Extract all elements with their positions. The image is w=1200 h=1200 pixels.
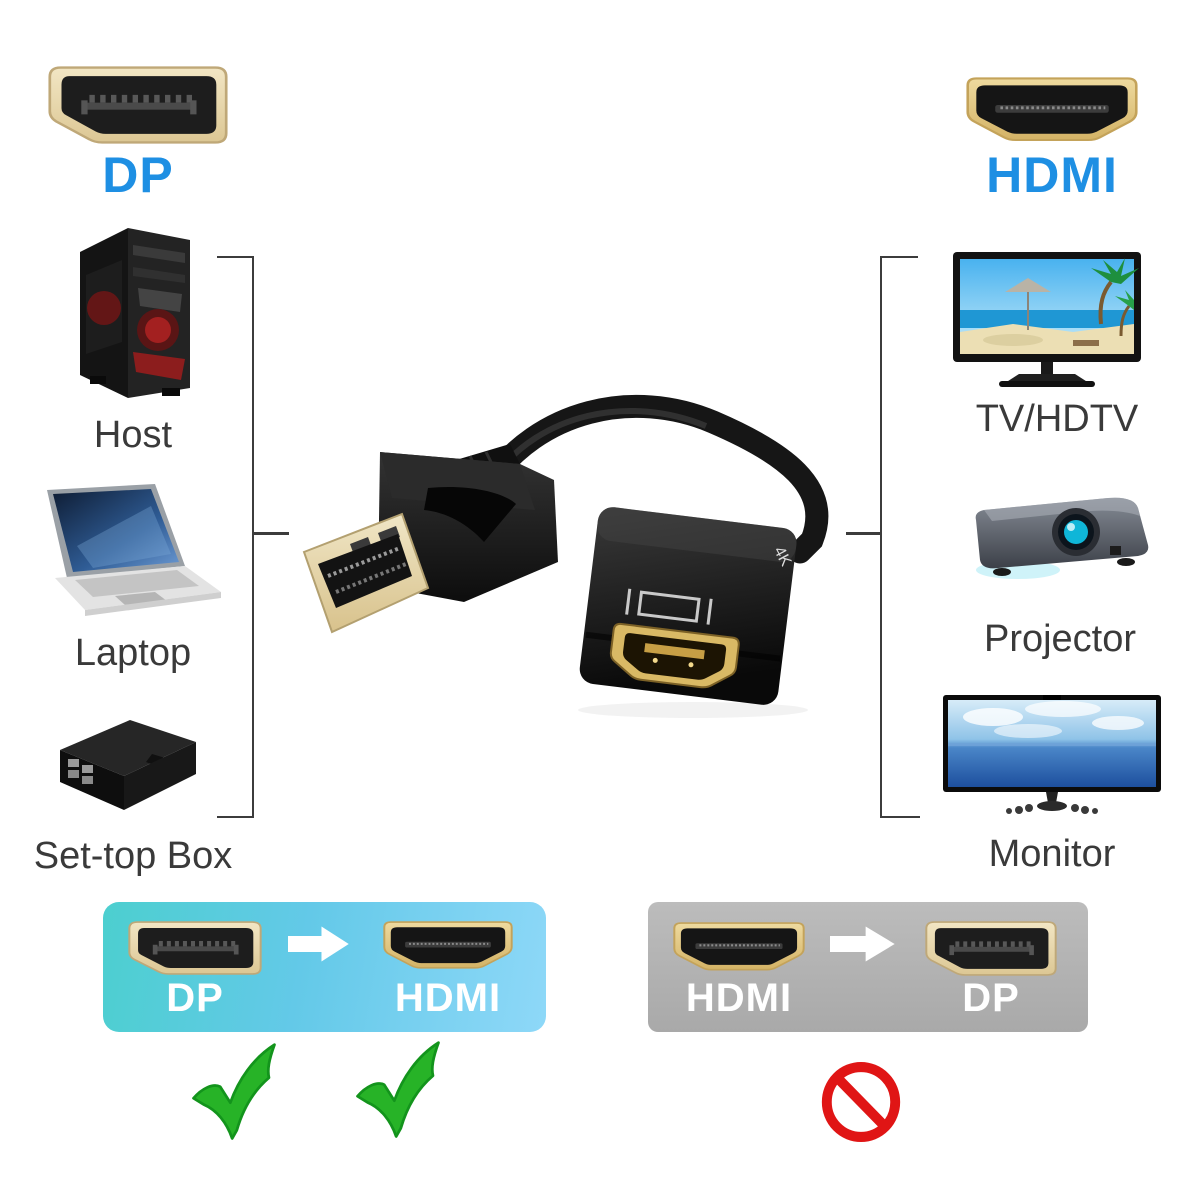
set-top-box-image bbox=[60, 720, 196, 810]
source-label-host: Host bbox=[93, 414, 173, 456]
dp-connector-icon bbox=[128, 921, 262, 975]
monitor-image bbox=[943, 695, 1161, 814]
arrow-right-icon bbox=[288, 926, 349, 962]
hdmi-port-label: HDMI bbox=[986, 147, 1118, 203]
left-bracket-top-stub bbox=[217, 256, 254, 258]
dp-connector-icon bbox=[48, 66, 228, 144]
right-bracket-bottom-stub bbox=[880, 816, 920, 818]
left-bracket-middle-stub bbox=[252, 532, 289, 535]
source-label-laptop: Laptop bbox=[74, 632, 192, 674]
tv-image bbox=[953, 252, 1141, 387]
supported-from-label: DP bbox=[166, 976, 224, 1020]
hdmi-connector-icon bbox=[383, 921, 513, 970]
unsupported-to-label: DP bbox=[962, 976, 1020, 1020]
unsupported-direction-box: HDMI DP bbox=[648, 902, 1088, 1032]
dp-port-label: DP bbox=[102, 147, 174, 203]
right-bracket-line bbox=[880, 256, 882, 818]
green-check-icon bbox=[192, 1043, 276, 1140]
display-label-projector: Projector bbox=[983, 618, 1137, 660]
prohibited-icon bbox=[816, 1056, 906, 1148]
adapter-hdmi-housing: 4K bbox=[579, 507, 797, 705]
laptop-image bbox=[47, 484, 221, 616]
source-label-set-top-box: Set-top Box bbox=[33, 835, 233, 877]
pc-tower-image bbox=[80, 228, 190, 398]
supported-to-label: HDMI bbox=[394, 976, 502, 1020]
hdmi-connector-icon bbox=[673, 922, 805, 972]
unsupported-from-label: HDMI bbox=[685, 976, 793, 1020]
display-label-monitor: Monitor bbox=[988, 833, 1116, 875]
dp-connector-icon bbox=[925, 921, 1057, 976]
adapter-product-image: 4K bbox=[302, 394, 829, 718]
hdmi-connector-icon bbox=[966, 77, 1138, 142]
left-bracket-bottom-stub bbox=[217, 816, 254, 818]
green-check-icon bbox=[356, 1041, 440, 1138]
right-bracket-middle-stub bbox=[846, 532, 882, 535]
projector-image bbox=[975, 497, 1149, 579]
supported-direction-box: DP HDMI bbox=[103, 902, 546, 1032]
left-bracket-line bbox=[252, 256, 254, 818]
display-label-tv: TV/HDTV bbox=[975, 398, 1139, 440]
right-bracket-top-stub bbox=[880, 256, 918, 258]
arrow-right-icon bbox=[830, 926, 895, 962]
